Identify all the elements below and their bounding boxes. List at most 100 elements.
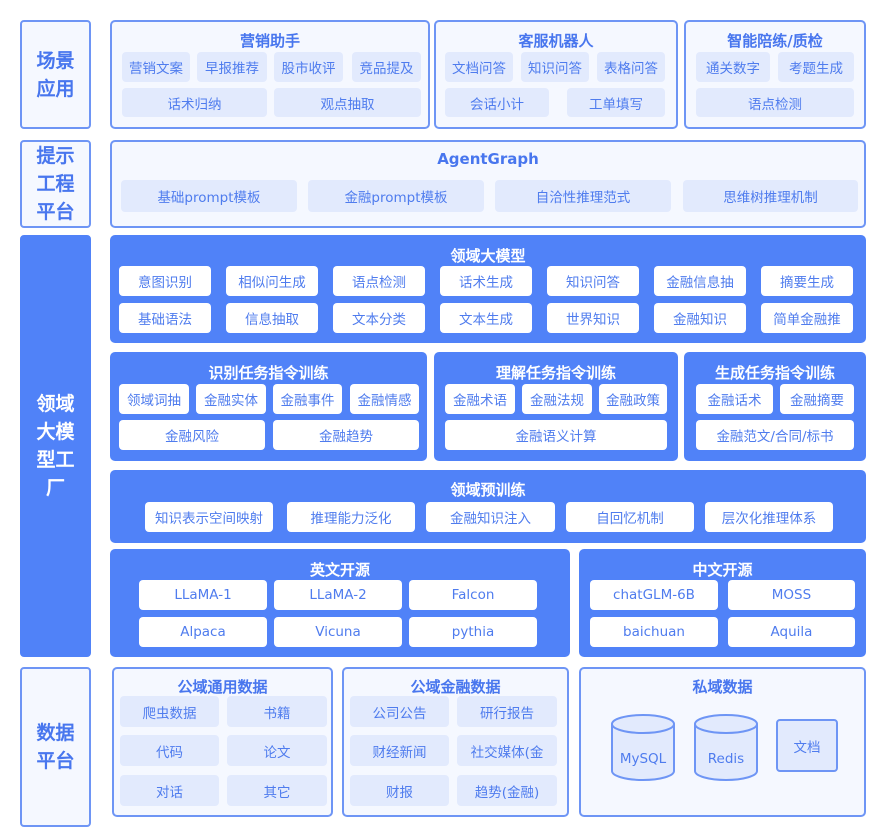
chip-item: 考题生成 — [778, 52, 854, 82]
chip-item: 金融实体 — [196, 384, 266, 414]
chip-item: 语点检测 — [696, 88, 854, 117]
chip-item: 社交媒体(金 — [457, 735, 557, 766]
storage-label: MySQL — [619, 751, 667, 767]
document-store: 文档 — [776, 719, 838, 772]
chip-item: 会话小计 — [445, 88, 549, 117]
layer-prompt: 提示工程平台 — [20, 140, 91, 228]
group-marketing: 营销助手营销文案早报推荐股市收评竞品提及话术归纳观点抽取 — [110, 20, 430, 129]
chip-item: baichuan — [590, 617, 718, 647]
group-recognition: 识别任务指令训练领域词抽金融实体金融事件金融情感金融风险金融趋势 — [110, 352, 427, 461]
chip-item: 金融政策 — [599, 384, 667, 414]
chip-item: 金融术语 — [445, 384, 515, 414]
chip-item: 金融知识 — [654, 303, 746, 333]
chip-item: 金融趋势 — [273, 420, 419, 450]
chip-item: 表格问答 — [597, 52, 665, 82]
group-title: 英文开源 — [309, 561, 370, 579]
chip-item: 营销文案 — [122, 52, 190, 82]
chip-item: LLaMA-2 — [274, 580, 402, 610]
group-title: 识别任务指令训练 — [208, 364, 329, 382]
chip-item: 财经新闻 — [350, 735, 449, 766]
chip-item: 金融事件 — [273, 384, 342, 414]
chip-item: 信息抽取 — [226, 303, 318, 333]
group-title: 领域大模型 — [450, 247, 526, 265]
chip-item: 观点抽取 — [274, 88, 421, 117]
chip-item: 趋势(金融) — [457, 775, 557, 806]
group-pretrain: 领域预训练知识表示空间映射推理能力泛化金融知识注入自回忆机制层次化推理体系 — [110, 470, 866, 543]
chip-item: 研行报告 — [457, 696, 557, 727]
chip-item: 推理能力泛化 — [287, 502, 415, 532]
layer-label: 领域大模型工厂 — [36, 393, 75, 499]
chip-item: Alpaca — [139, 617, 267, 647]
chip-item: 自洽性推理范式 — [495, 180, 671, 212]
group-service: 客服机器人文档问答知识问答表格问答会话小计工单填写 — [434, 20, 678, 129]
chip-item: 金融法规 — [522, 384, 592, 414]
chip-item: 金融情感 — [350, 384, 419, 414]
chip-item: 文本生成 — [440, 303, 532, 333]
group-agentgraph: AgentGraph 基础prompt模板金融prompt模板自洽性推理范式思维树… — [110, 140, 866, 228]
group-title: 中文开源 — [692, 561, 753, 579]
chip-item: 话术生成 — [440, 266, 532, 296]
chip-item: 世界知识 — [547, 303, 639, 333]
chip-item: 金融风险 — [119, 420, 265, 450]
group-title: 客服机器人 — [518, 32, 594, 50]
layer-label: 数据平台 — [36, 722, 75, 772]
layer-label: 场景应用 — [36, 49, 75, 100]
storage-label: Redis — [707, 751, 745, 767]
chip-item: chatGLM-6B — [590, 580, 718, 610]
chip-item: 基础prompt模板 — [121, 180, 297, 212]
chip-item: 知识问答 — [521, 52, 589, 82]
database-redis-icon: Redis — [693, 714, 759, 782]
group-title: 公域金融数据 — [410, 678, 501, 696]
chip-item: Vicuna — [274, 617, 402, 647]
chip-item: 竞品提及 — [352, 52, 421, 82]
chip-item: 相似问生成 — [226, 266, 318, 296]
chip-item: 爬虫数据 — [120, 696, 219, 727]
chip-item: 代码 — [120, 735, 219, 766]
group-training: 智能陪练/质检通关数字考题生成语点检测 — [684, 20, 866, 129]
chip-item: 思维树推理机制 — [683, 180, 858, 212]
chip-item: 金融prompt模板 — [308, 180, 484, 212]
chip-item: 论文 — [227, 735, 327, 766]
layer-label: 提示工程平台 — [36, 145, 75, 223]
chip-item: 自回忆机制 — [566, 502, 694, 532]
chip-item: 领域词抽 — [119, 384, 189, 414]
chip-item: 意图识别 — [119, 266, 211, 296]
chip-item: 其它 — [227, 775, 327, 806]
chip-item: 财报 — [350, 775, 449, 806]
group-public-finance: 公域金融数据公司公告研行报告财经新闻社交媒体(金财报趋势(金融) — [342, 667, 569, 817]
chip-item: 简单金融推 — [761, 303, 853, 333]
chip-item: 金融话术 — [696, 384, 773, 414]
layer-data: 数据平台 — [20, 667, 91, 827]
group-domain-model: 领域大模型意图识别相似问生成语点检测话术生成知识问答金融信息抽摘要生成基础语法信… — [110, 235, 866, 343]
chip-item: 通关数字 — [696, 52, 770, 82]
group-private: 私域数据 MySQL Redis 文档 — [579, 667, 866, 817]
chip-item: 金融范文/合同/标书 — [696, 420, 854, 450]
group-title: 私域数据 — [692, 678, 753, 696]
chip-item: 话术归纳 — [122, 88, 267, 117]
chip-item: 早报推荐 — [197, 52, 267, 82]
chip-item: 书籍 — [227, 696, 327, 727]
chip-item: MOSS — [728, 580, 855, 610]
group-title: AgentGraph — [437, 150, 539, 168]
group-title: 生成任务指令训练 — [714, 364, 835, 382]
layer-factory: 领域大模型工厂 — [20, 235, 91, 657]
layer-scene: 场景应用 — [20, 20, 91, 129]
chip-item: 文本分类 — [333, 303, 425, 333]
chip-item: 摘要生成 — [761, 266, 853, 296]
database-mysql-icon: MySQL — [610, 714, 676, 782]
chip-item: 股市收评 — [274, 52, 343, 82]
chip-item: 基础语法 — [119, 303, 211, 333]
chip-item: LLaMA-1 — [139, 580, 267, 610]
group-title: 营销助手 — [239, 32, 300, 50]
chip-item: 层次化推理体系 — [705, 502, 833, 532]
group-title: 智能陪练/质检 — [727, 32, 823, 50]
chip-item: 金融知识注入 — [426, 502, 555, 532]
chip-item: 金融信息抽 — [654, 266, 746, 296]
chip-item: 工单填写 — [567, 88, 665, 117]
chip-item: 文档问答 — [445, 52, 513, 82]
chip-item: 语点检测 — [333, 266, 425, 296]
chip-item: 金融摘要 — [780, 384, 854, 414]
group-title: 领域预训练 — [450, 481, 526, 499]
